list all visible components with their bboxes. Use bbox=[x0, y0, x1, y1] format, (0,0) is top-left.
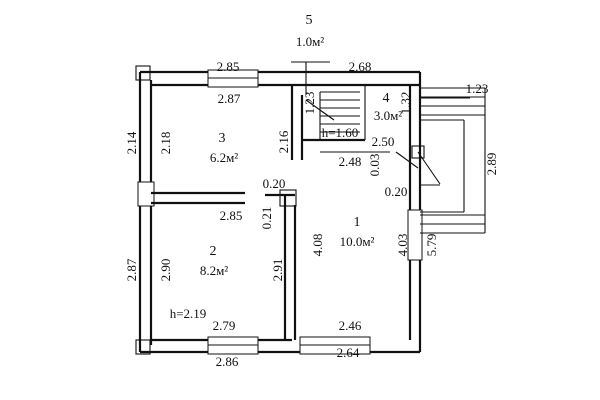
room-number-3: 3 bbox=[219, 131, 226, 146]
dim-left-lower-inner: 2.90 bbox=[158, 259, 173, 282]
room-number-5: 5 bbox=[306, 13, 313, 28]
dim-stair-width: 1.23 bbox=[302, 92, 317, 115]
dim-room1-left: 4.08 bbox=[310, 234, 325, 257]
porch bbox=[395, 87, 486, 234]
dim-porch-top: 1.23 bbox=[466, 81, 489, 96]
dim-small-a: 0.03 bbox=[367, 154, 382, 177]
room-number-2: 2 bbox=[210, 244, 217, 259]
room-area-4: 3.0м² bbox=[374, 108, 402, 123]
dim-top-right: 2.68 bbox=[349, 59, 372, 74]
dim-left-upper-outer: 2.14 bbox=[124, 131, 139, 154]
dim-partition-2-3: 2.85 bbox=[220, 208, 243, 223]
room-area-2: 8.2м² bbox=[200, 263, 228, 278]
dim-partition-3-1: 2.16 bbox=[276, 130, 291, 153]
room-area-3: 6.2м² bbox=[210, 150, 238, 165]
dim-small-b: 0.20 bbox=[385, 184, 408, 199]
stairs bbox=[305, 91, 360, 140]
dim-bottom-right-inner: 2.46 bbox=[339, 318, 362, 333]
dimension-lines bbox=[291, 61, 470, 153]
dim-small-c: 0.20 bbox=[263, 176, 286, 191]
dim-small-d: 0.21 bbox=[259, 207, 274, 230]
dim-left-upper-inner: 2.18 bbox=[158, 132, 173, 155]
room-area-5: 1.0м² bbox=[296, 34, 324, 49]
height-label-room2: h=2.19 bbox=[170, 306, 207, 321]
dim-bottom-right-outer: 2.64 bbox=[337, 345, 360, 360]
dim-partition-1-2: 2.91 bbox=[270, 259, 285, 282]
room-area-1: 10.0м² bbox=[340, 234, 375, 249]
dim-top-left: 2.85 bbox=[217, 59, 240, 74]
room-number-1: 1 bbox=[354, 215, 361, 230]
partitions bbox=[151, 83, 420, 340]
windows bbox=[137, 69, 423, 355]
dim-bottom-left-inner: 2.79 bbox=[213, 318, 236, 333]
dim-room4-side: 1.32 bbox=[398, 92, 413, 115]
dim-right-outer: 5.79 bbox=[424, 234, 439, 257]
room-number-4: 4 bbox=[383, 91, 390, 106]
dim-porch-side: 2.89 bbox=[484, 153, 499, 176]
height-label-stair: h=1.60 bbox=[322, 125, 359, 140]
dim-room1-right: 4.03 bbox=[395, 234, 410, 257]
dim-room1-top-lower: 2.48 bbox=[339, 154, 362, 169]
dim-top-left-inner: 2.87 bbox=[218, 91, 241, 106]
dim-left-lower-outer: 2.87 bbox=[124, 258, 139, 281]
dim-bottom-left-outer: 2.86 bbox=[216, 354, 239, 369]
dim-room1-top: 2.50 bbox=[372, 134, 395, 149]
